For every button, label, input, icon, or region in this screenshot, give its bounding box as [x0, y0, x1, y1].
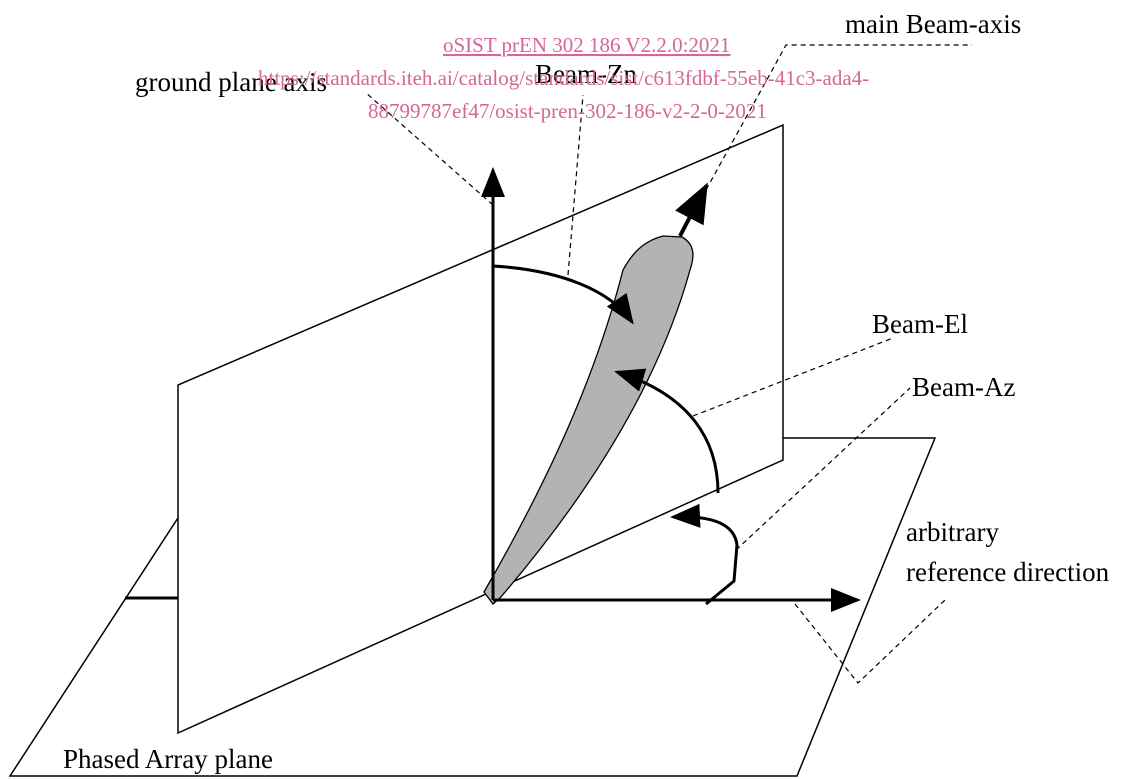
watermark: oSIST prEN 302 186 V2.2.0:2021 https://s…	[258, 33, 869, 123]
leader-main-beam-axis	[679, 44, 972, 238]
leader-beam-az	[735, 387, 911, 551]
watermark-line2[interactable]: https://standards.iteh.ai/catalog/standa…	[258, 66, 869, 90]
beam-zn-label: Beam-Zn	[535, 59, 637, 89]
beam-el-label: Beam-El	[872, 309, 968, 339]
leader-reference-direction	[794, 599, 946, 684]
beam-az-arc	[670, 503, 739, 606]
phased-array-plane-label: Phased Array plane	[63, 744, 273, 774]
leader-lines	[364, 44, 972, 684]
reference-direction-label-line2: reference direction	[906, 557, 1110, 587]
beam-lobe	[483, 235, 694, 605]
beam-az-label: Beam-Az	[912, 372, 1015, 402]
main-beam-arrow	[675, 182, 708, 237]
ground-plane-axis-label: ground plane axis	[135, 67, 327, 97]
leader-beam-zn	[567, 94, 584, 276]
watermark-line1[interactable]: oSIST prEN 302 186 V2.2.0:2021	[443, 33, 730, 57]
reference-direction-label-line1: arbitrary	[906, 517, 999, 547]
beam-el-arc	[614, 368, 720, 494]
main-beam-axis-label: main Beam-axis	[845, 9, 1021, 39]
ground-plane	[8, 437, 937, 777]
beam-zn-arc	[492, 264, 634, 325]
watermark-line3[interactable]: 88799787ef47/osist-pren-302-186-v2-2-0-2…	[368, 99, 767, 123]
leader-ground-plane-axis	[364, 91, 494, 206]
